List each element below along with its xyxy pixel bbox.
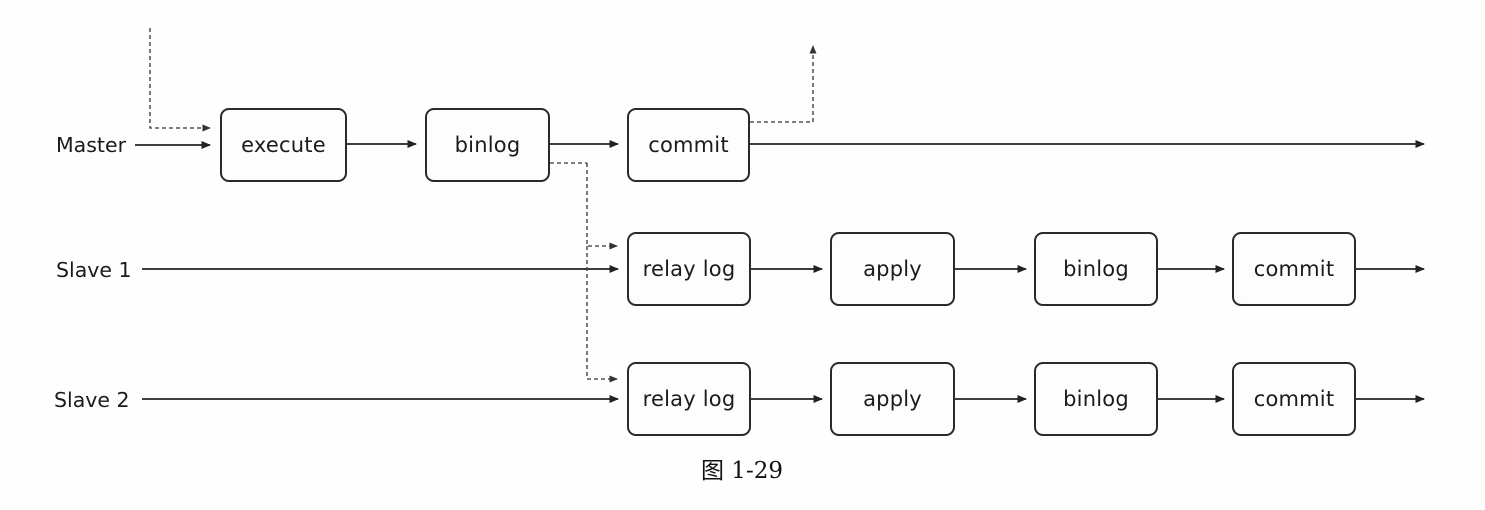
figure-caption: 图 1-29 — [701, 458, 783, 484]
slave1-relay-log-node: relay log — [627, 232, 751, 306]
slave2-binlog-node: binlog — [1034, 362, 1158, 436]
master-commit-node: commit — [627, 108, 750, 182]
slave1-row-label: Slave 1 — [56, 258, 132, 282]
slave2-commit-node: commit — [1232, 362, 1356, 436]
slave1-binlog-node: binlog — [1034, 232, 1158, 306]
master-row-label: Master — [56, 133, 127, 157]
slave2-row-label: Slave 2 — [54, 388, 130, 412]
commit-ack-dashed-arrow — [750, 45, 817, 123]
master-execute-node: execute — [220, 108, 347, 182]
slave2-apply-node: apply — [830, 362, 955, 436]
master-binlog-node: binlog — [425, 108, 550, 182]
slave1-commit-node: commit — [1232, 232, 1356, 306]
binlog-replication-dashed-lines — [550, 162, 618, 383]
slave1-apply-node: apply — [830, 232, 955, 306]
master-timeline-arrows — [135, 140, 1425, 149]
slave2-relay-log-node: relay log — [627, 362, 751, 436]
incoming-dashed-arrow — [149, 28, 211, 132]
